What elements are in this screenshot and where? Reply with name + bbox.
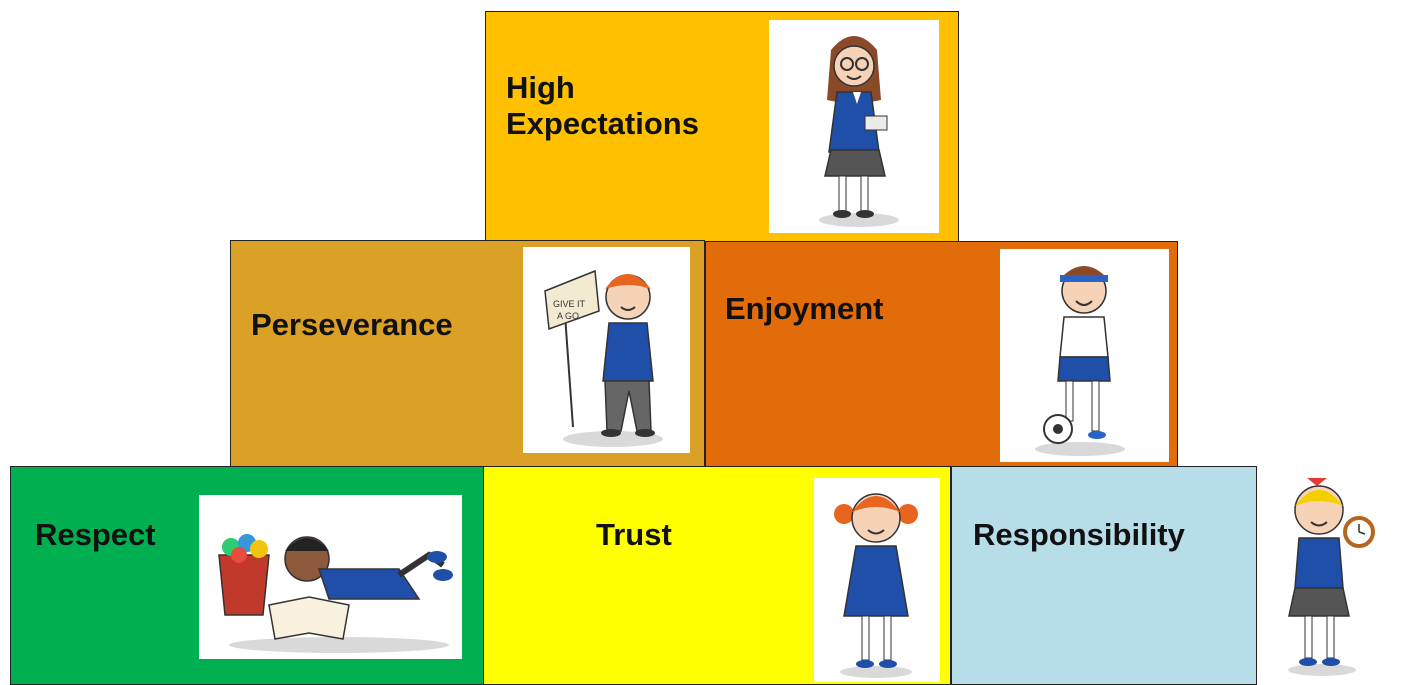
trust-label: Trust bbox=[596, 517, 672, 552]
boy-playing-football-icon bbox=[1000, 249, 1169, 462]
girl-with-glasses-holding-books-icon bbox=[769, 20, 939, 233]
svg-text:A GO: A GO bbox=[557, 311, 579, 321]
svg-text:GIVE IT: GIVE IT bbox=[553, 299, 586, 309]
girl-holding-clock-icon bbox=[1267, 472, 1379, 680]
high-expectations-label: High Expectations bbox=[506, 70, 699, 141]
respect-label: Respect bbox=[35, 517, 156, 552]
respect-block: Respect bbox=[10, 466, 484, 685]
enjoyment-label: Enjoyment bbox=[725, 291, 884, 326]
perseverance-label: Perseverance bbox=[251, 307, 453, 342]
girl-with-pigtails-icon bbox=[814, 478, 940, 682]
boy-holding-give-it-a-go-flag-icon: GIVE IT A GO bbox=[523, 247, 690, 453]
responsibility-block: Responsibility bbox=[951, 466, 1257, 685]
high-expectations-block: High Expectations bbox=[485, 11, 959, 242]
perseverance-block: Perseverance GIVE IT A GO bbox=[230, 240, 705, 467]
trust-block: Trust bbox=[483, 466, 951, 685]
enjoyment-block: Enjoyment bbox=[705, 241, 1178, 467]
responsibility-label: Responsibility bbox=[973, 517, 1185, 552]
boy-lying-reading-book-icon bbox=[199, 495, 462, 659]
